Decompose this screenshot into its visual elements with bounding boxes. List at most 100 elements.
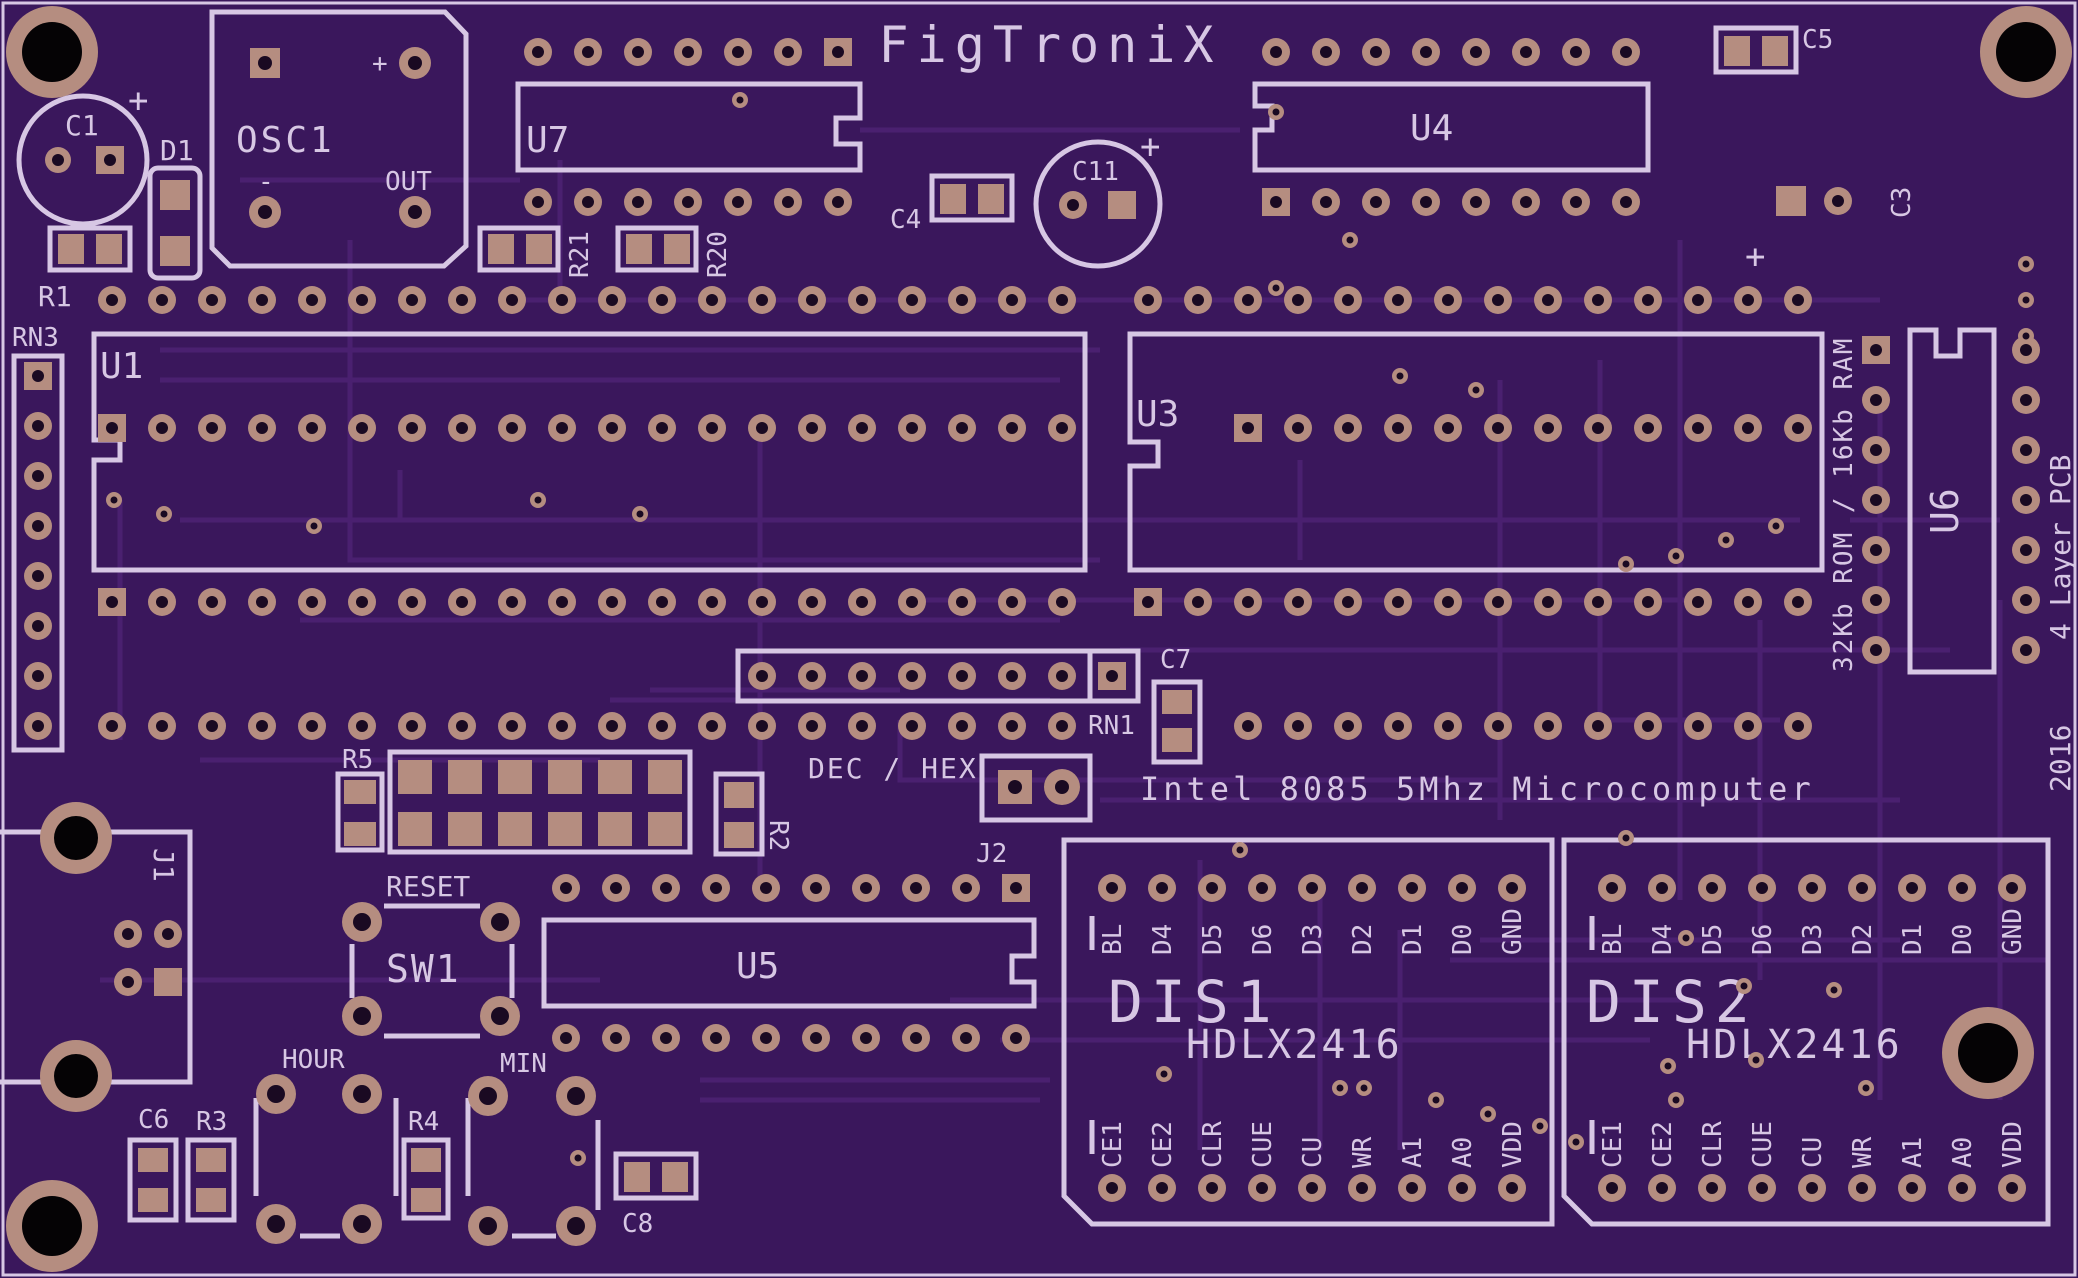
memory-note: 32Kb ROM / 16Kb RAM xyxy=(1829,337,1859,672)
resistor-network-rn3: RN3 xyxy=(11,323,65,753)
display-pin-label: GND xyxy=(1998,908,2028,955)
pin-pad xyxy=(2012,486,2040,514)
u7-label: U7 xyxy=(526,120,569,161)
pin-pad xyxy=(1002,1024,1030,1052)
pin-pad xyxy=(1612,188,1640,216)
pin-pad xyxy=(1562,38,1590,66)
display-pin-label: D5 xyxy=(1198,924,1228,955)
pin-pad xyxy=(1734,286,1762,314)
cap-c1: C1 + xyxy=(16,81,150,227)
pin-pad xyxy=(1634,286,1662,314)
pin-pad xyxy=(998,414,1026,442)
pin-pad xyxy=(1848,1174,1876,1202)
pin-pad xyxy=(1512,188,1540,216)
c4-label: C4 xyxy=(890,205,921,235)
display-pin-label: CU xyxy=(1798,1137,1828,1168)
pin-pad xyxy=(998,712,1026,740)
r21-label: R21 xyxy=(565,231,595,278)
pin-pad xyxy=(752,874,780,902)
pin-pad xyxy=(748,662,776,690)
hdlx1-label: HDLX2416 xyxy=(1186,1022,1403,1068)
pin-pad xyxy=(898,662,926,690)
pin-pad xyxy=(848,662,876,690)
rn3-label: RN3 xyxy=(12,323,59,353)
j2-label: J2 xyxy=(976,839,1007,869)
pin-pad xyxy=(1248,1174,1276,1202)
pin-pad xyxy=(1398,1174,1426,1202)
r5-pad xyxy=(648,760,682,794)
pin-pad xyxy=(1048,286,1076,314)
pin-pad xyxy=(24,562,52,590)
pin-pad xyxy=(1348,874,1376,902)
pin-pad xyxy=(1434,712,1462,740)
pin-pad xyxy=(1284,588,1312,616)
pin-pad xyxy=(298,286,326,314)
pin-pad xyxy=(774,188,802,216)
c3-plus: + xyxy=(1745,237,1765,277)
display-pin-label: CE2 xyxy=(1648,1121,1678,1168)
pin-pad xyxy=(1734,414,1762,442)
pin-pad xyxy=(598,712,626,740)
pin-pad xyxy=(1384,712,1412,740)
pin-pad xyxy=(1898,1174,1926,1202)
pin-pad xyxy=(1684,286,1712,314)
cap-c6: C6 xyxy=(127,1105,179,1223)
display-pin-label: D2 xyxy=(1348,924,1378,955)
pin-pad xyxy=(1612,38,1640,66)
pin-pad xyxy=(1134,286,1162,314)
pin-pad xyxy=(1784,588,1812,616)
osc1-plus: + xyxy=(372,49,388,79)
pin-pad xyxy=(1584,588,1612,616)
pin-pad xyxy=(1434,286,1462,314)
display-pin-label: GND xyxy=(1498,908,1528,955)
ic-u5: U5 xyxy=(541,917,1037,1009)
pin-pad xyxy=(1448,874,1476,902)
pin-pad xyxy=(98,712,126,740)
pin-pad xyxy=(1284,712,1312,740)
pin-pad xyxy=(524,38,552,66)
pin-pad xyxy=(1434,588,1462,616)
r4-label: R4 xyxy=(408,1107,439,1137)
resistor-array-r5: R5 xyxy=(335,745,693,855)
pin-pad xyxy=(148,286,176,314)
pin-pad xyxy=(2012,436,2040,464)
pin-pad xyxy=(602,1024,630,1052)
ic-u6: U6 32Kb ROM / 16Kb RAM xyxy=(1829,327,1997,675)
pin-pad xyxy=(1184,588,1212,616)
pin-pad xyxy=(598,588,626,616)
pin-pad xyxy=(702,1024,730,1052)
pin-pad xyxy=(1148,874,1176,902)
display-pin-label: D0 xyxy=(1448,924,1478,955)
pin-pad xyxy=(398,414,426,442)
ic-u3: U3 xyxy=(1127,331,1825,573)
pin-pad xyxy=(1534,588,1562,616)
pin-pad xyxy=(848,712,876,740)
pin-pad xyxy=(1234,712,1262,740)
pin-pad xyxy=(1898,874,1926,902)
u1-label: U1 xyxy=(100,346,143,387)
pin-pad xyxy=(702,874,730,902)
display-pin-label: A0 xyxy=(1948,1137,1978,1168)
display-pin-label: VDD xyxy=(1998,1121,2028,1168)
pin-pad xyxy=(548,588,576,616)
pin-pad xyxy=(1334,414,1362,442)
pin-pad xyxy=(1284,414,1312,442)
pin-pad xyxy=(24,512,52,540)
pin-pad xyxy=(348,588,376,616)
pin-pad xyxy=(798,712,826,740)
pin-pad xyxy=(598,414,626,442)
display-pin-label: CE2 xyxy=(1148,1121,1178,1168)
c6-label: C6 xyxy=(138,1105,169,1135)
resistor-r2: R2 xyxy=(713,771,793,857)
pin-pad xyxy=(1048,712,1076,740)
ic-pads xyxy=(24,38,2040,1202)
pin-pad xyxy=(1384,588,1412,616)
pin-pad xyxy=(1384,414,1412,442)
pin-pad xyxy=(898,286,926,314)
r2-label: R2 xyxy=(763,820,793,851)
mounting-holes xyxy=(6,6,2072,1272)
pin-pad xyxy=(148,414,176,442)
